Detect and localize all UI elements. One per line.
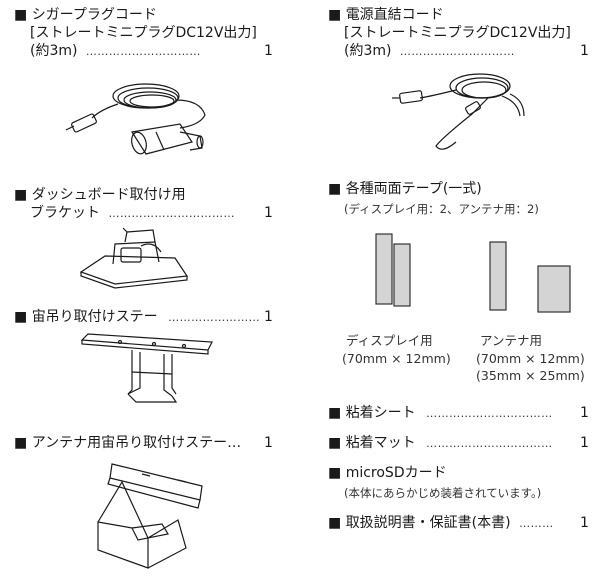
bullet: ■ [328, 515, 342, 531]
leader-dots: ………………………… [85, 45, 201, 58]
microsd-label: microSDカード [345, 465, 447, 481]
bullet: ■ [328, 435, 342, 451]
leader-dots: …………………………… [426, 437, 553, 450]
cigar-cord-length-text: (約3m) [30, 43, 78, 59]
hanging-stay-title: ■ 宙吊り取付けステー …………………… [14, 308, 260, 327]
adhesive-mat-qty: 1 [580, 435, 589, 451]
leader-dots: …………………………… [426, 407, 553, 420]
display-tape-icon [375, 233, 411, 307]
dash-bracket-label2: ブラケット [30, 205, 100, 221]
display-tape-size: (70mm × 12mm) [342, 351, 451, 366]
antenna-hanging-stay-icon [97, 463, 203, 569]
antenna-stay-title: ■ アンテナ用宙吊り取付けステー… [14, 434, 241, 452]
leader-dots: ………………………… [399, 45, 515, 58]
bullet: ■ [328, 7, 342, 23]
adhesive-sheet-label: 粘着シート [345, 405, 416, 421]
antenna-stay-qty: 1 [264, 435, 273, 451]
direct-power-cord-icon [392, 73, 525, 150]
cigar-cord-label: シガープラグコード [31, 7, 157, 23]
antenna-stay-label: アンテナ用宙吊り取付けステー… [31, 435, 242, 451]
direct-cord-label: 電源直結コード [345, 7, 444, 23]
hanging-stay-qty: 1 [264, 309, 273, 325]
hanging-stay-label: 宙吊り取付けステー [31, 309, 158, 325]
adhesive-mat-label: 粘着マット [345, 435, 416, 451]
dash-bracket-title: ■ ダッシュボード取付け用 [14, 186, 186, 204]
direct-cord-qty: 1 [580, 43, 589, 59]
bullet: ■ [328, 181, 342, 197]
cigar-cord-length: (約3m) ………………………… [30, 42, 201, 61]
manual-item: ■ 取扱説明書・保証書(本書) ……… [328, 514, 554, 533]
dash-bracket-line2: ブラケット …………………………… [30, 204, 235, 223]
cigar-cord-qty: 1 [264, 43, 273, 59]
bullet: ■ [14, 309, 28, 325]
leader-dots: ……… [519, 517, 554, 530]
cigar-plug-cord-icon [65, 83, 206, 155]
adhesive-mat-item: ■ 粘着マット …………………………… [328, 434, 553, 453]
dashboard-bracket-icon [79, 227, 189, 289]
antenna-tape-size-2: (35mm × 25mm) [476, 368, 585, 383]
hanging-stay-icon [80, 333, 213, 403]
direct-cord-title: ■ 電源直結コード [328, 6, 444, 24]
antenna-tape-caption: アンテナ用 [480, 333, 543, 348]
tapes-title: ■ 各種両面テープ(一式) [328, 180, 482, 198]
dash-bracket-qty: 1 [264, 205, 273, 221]
dash-bracket-label: ダッシュボード取付け用 [31, 187, 186, 203]
direct-cord-length-text: (約3m) [344, 43, 392, 59]
manual-qty: 1 [580, 515, 589, 531]
bullet: ■ [328, 405, 342, 421]
manual-label: 取扱説明書・保証書(本書) [345, 515, 511, 531]
bullet: ■ [14, 7, 28, 23]
tapes-label: 各種両面テープ(一式) [345, 181, 482, 197]
display-tape-caption: ディスプレイ用 [346, 333, 433, 348]
adhesive-sheet-qty: 1 [580, 405, 589, 421]
direct-cord-spec: [ストレートミニプラグDC12V出力] [344, 25, 571, 41]
antenna-tape-size-1: (70mm × 12mm) [476, 351, 585, 366]
microsd-item: ■ microSDカード [328, 464, 447, 482]
tapes-breakdown: (ディスプレイ用：2、アンテナ用：2) [344, 202, 539, 216]
direct-cord-length: (約3m) ………………………… [344, 42, 515, 61]
cigar-cord-spec: [ストレートミニプラグDC12V出力] [30, 25, 257, 41]
microsd-note: (本体にあらかじめ装着されています。) [344, 486, 542, 500]
leader-dots: …………………………… [108, 207, 235, 220]
adhesive-sheet-item: ■ 粘着シート …………………………… [328, 404, 553, 423]
antenna-tape-icon [489, 241, 571, 313]
bullet: ■ [14, 187, 28, 203]
bullet: ■ [328, 465, 342, 481]
bullet: ■ [14, 435, 28, 451]
leader-dots: …………………… [168, 311, 261, 324]
cigar-cord-title: ■ シガープラグコード [14, 6, 157, 24]
